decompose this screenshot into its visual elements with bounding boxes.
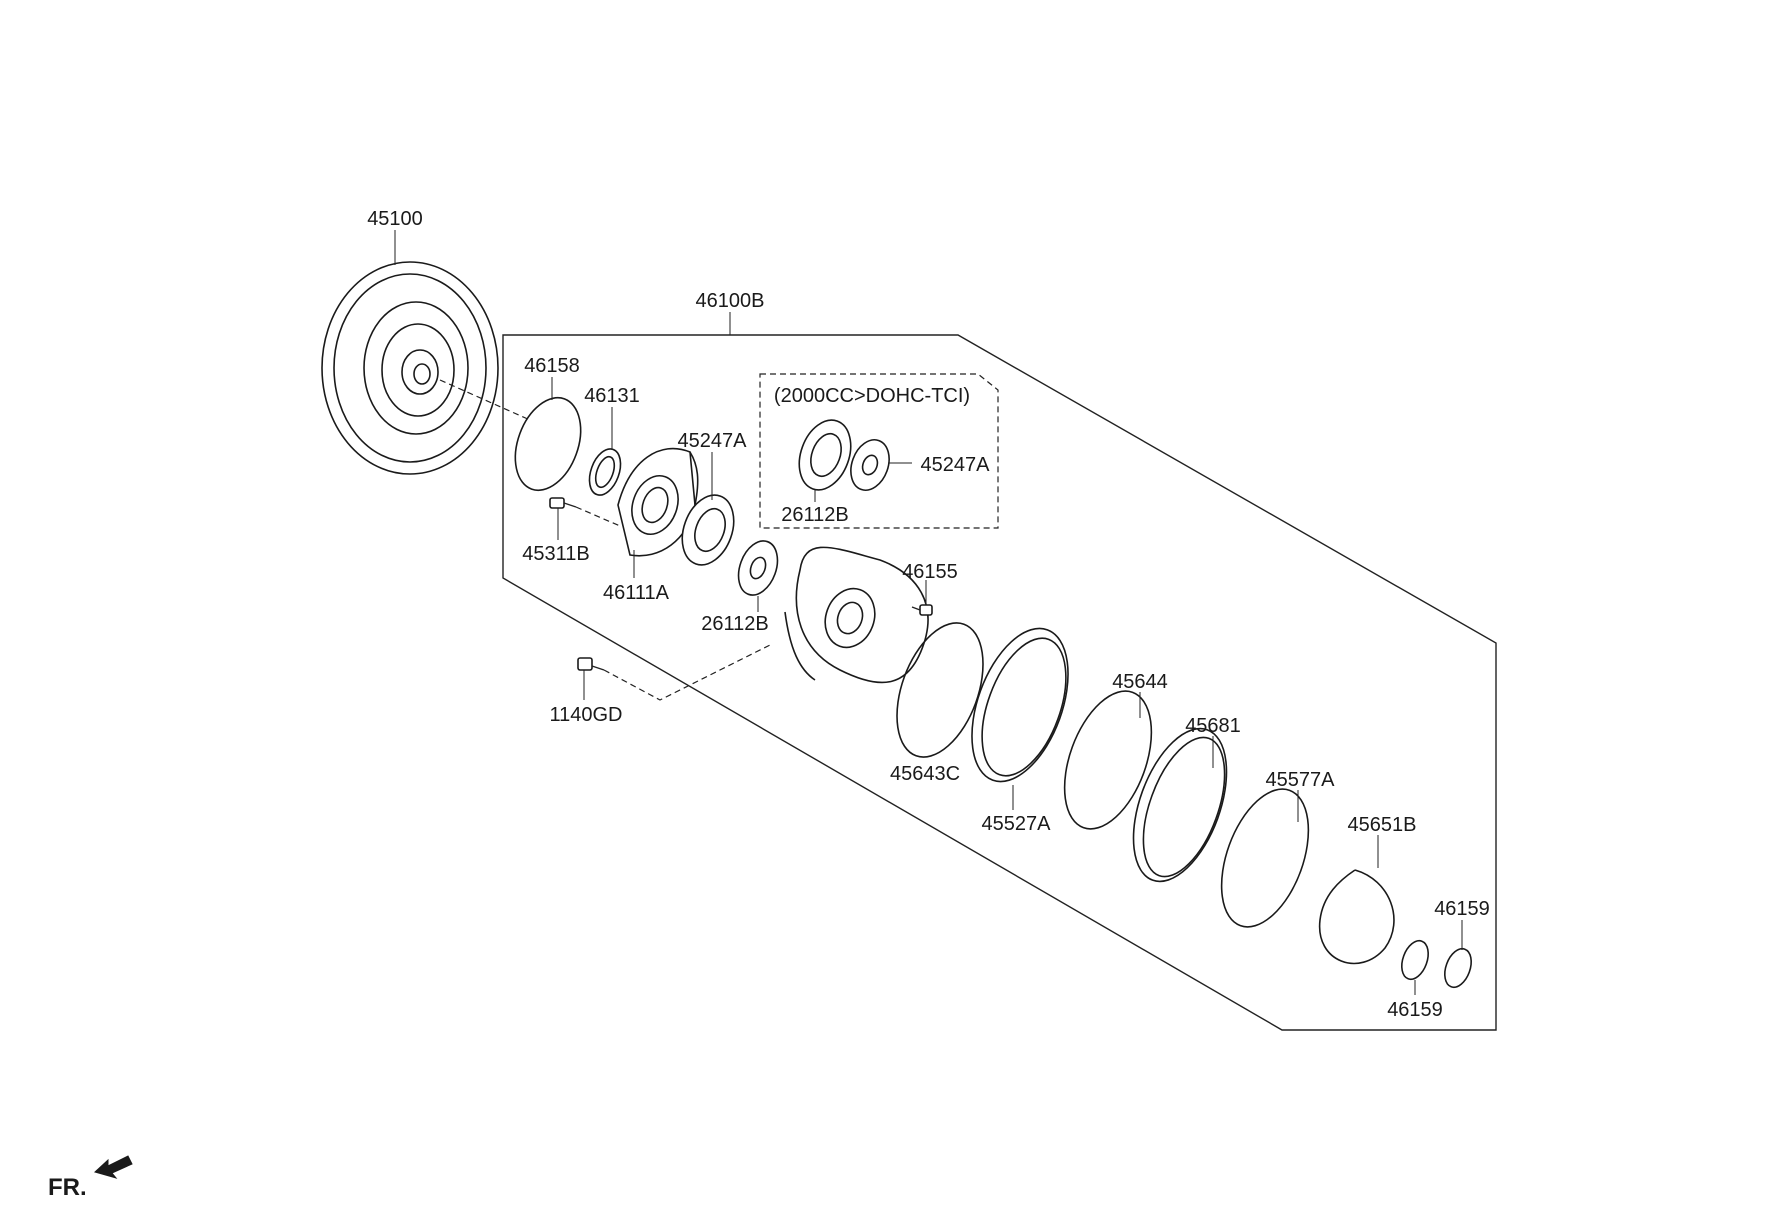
front-indicator-label: FR. (48, 1174, 87, 1201)
callout-46131: 46131 (584, 385, 640, 407)
axis-dash-3 (603, 644, 771, 701)
callout-45247A-main: 45247A (678, 430, 748, 452)
hub-45527A[interactable] (953, 615, 1087, 794)
axis-dash-1 (439, 379, 531, 421)
front-indicator: FR. (48, 1155, 133, 1201)
callout-45100: 45100 (367, 208, 423, 230)
seal-46131[interactable] (584, 445, 627, 500)
o-ring-46158[interactable] (503, 389, 592, 500)
callout-45681: 45681 (1185, 715, 1241, 737)
snap-ring-45651B[interactable] (1318, 869, 1395, 965)
outer-rotor-45247A-main[interactable] (673, 488, 743, 572)
axis-dash-2 (575, 506, 621, 527)
ring-45577A[interactable] (1205, 777, 1326, 938)
callout-45311B: 45311B (522, 543, 589, 565)
outer-rotor-26112B-variant[interactable] (790, 413, 860, 497)
pin-45311B[interactable] (549, 497, 577, 509)
callout-1140GD: 1140GD (549, 704, 622, 726)
bolt-46155[interactable] (911, 604, 933, 616)
bolt-1140GD[interactable] (577, 657, 605, 671)
callout-26112B-variant: 26112B (781, 504, 848, 526)
torque-converter-45100[interactable] (321, 261, 499, 475)
assembly-boundary (502, 334, 1497, 1031)
washer-46159-upper[interactable] (1440, 945, 1476, 991)
inner-gear-26112B-main[interactable] (732, 536, 785, 601)
callout-46111A: 46111A (603, 582, 670, 604)
ring-45681[interactable] (1115, 716, 1245, 894)
callout-45577A: 45577A (1266, 769, 1336, 791)
front-arrow-icon (94, 1155, 133, 1179)
callout-46100B: 46100B (696, 290, 765, 312)
callout-45643C: 45643C (890, 763, 960, 785)
callout-46159-upper: 46159 (1434, 898, 1490, 920)
callout-46155: 46155 (902, 561, 958, 583)
ring-45644[interactable] (1048, 679, 1169, 840)
washer-46159-lower[interactable] (1397, 937, 1433, 983)
ring-45643C[interactable] (880, 611, 999, 769)
callout-45247A-variant: 45247A (921, 454, 991, 476)
callout-26112B-main: 26112B (701, 613, 768, 635)
callout-45527A: 45527A (982, 813, 1052, 835)
callout-46159-lower: 46159 (1387, 999, 1443, 1021)
callout-46158: 46158 (524, 355, 580, 377)
variant-box-label: (2000CC>DOHC-TCI) (774, 385, 970, 407)
callout-45644: 45644 (1112, 671, 1168, 693)
inner-gear-45247A-variant[interactable] (844, 434, 896, 495)
callout-45651B: 45651B (1348, 814, 1417, 836)
variant-box (759, 373, 999, 529)
